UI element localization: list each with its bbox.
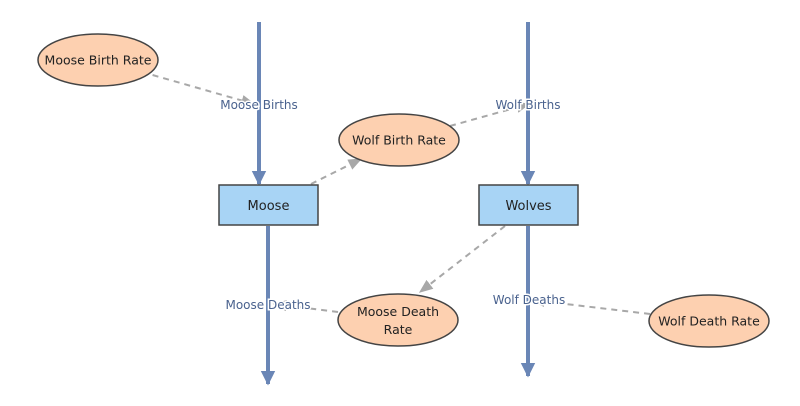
moose-stock-label: Moose bbox=[248, 199, 290, 214]
link-wolf-birth-rate-to-wolf-births[interactable] bbox=[449, 101, 531, 127]
wolf-death-rate-label: Wolf Death Rate bbox=[658, 314, 760, 329]
wolves-stock-label: Wolves bbox=[505, 199, 551, 214]
moose-death-rate-variable[interactable]: Moose Death Rate bbox=[337, 293, 459, 347]
moose-birth-rate-variable[interactable]: Moose Birth Rate bbox=[37, 33, 159, 87]
wolf-death-rate-variable[interactable]: Wolf Death Rate bbox=[648, 294, 770, 348]
wolf-birth-rate-label: Wolf Birth Rate bbox=[352, 133, 446, 148]
link-wolves-to-moose-death-rate[interactable] bbox=[418, 225, 506, 293]
moose-births-label: Moose Births bbox=[220, 98, 298, 112]
link-wolf-death-rate-to-wolf-deaths[interactable] bbox=[530, 295, 651, 315]
wolf-deaths-label: Wolf Deaths bbox=[493, 293, 565, 307]
moose-birth-rate-label: Moose Birth Rate bbox=[45, 53, 152, 68]
link-moose-birth-rate-to-moose-births[interactable] bbox=[141, 71, 256, 106]
moose-death-rate-label-line2: Rate bbox=[384, 322, 413, 337]
wolf-birth-rate-variable[interactable]: Wolf Birth Rate bbox=[338, 113, 460, 167]
moose-death-rate-label-line1: Moose Death bbox=[357, 304, 439, 319]
moose-deaths-label: Moose Deaths bbox=[225, 298, 310, 312]
link-moose-to-wolf-birth-rate[interactable] bbox=[310, 158, 363, 185]
wolves-stock[interactable]: Wolves bbox=[478, 184, 579, 226]
wolf-births-label: Wolf Births bbox=[496, 98, 561, 112]
moose-stock[interactable]: Moose bbox=[218, 184, 319, 226]
